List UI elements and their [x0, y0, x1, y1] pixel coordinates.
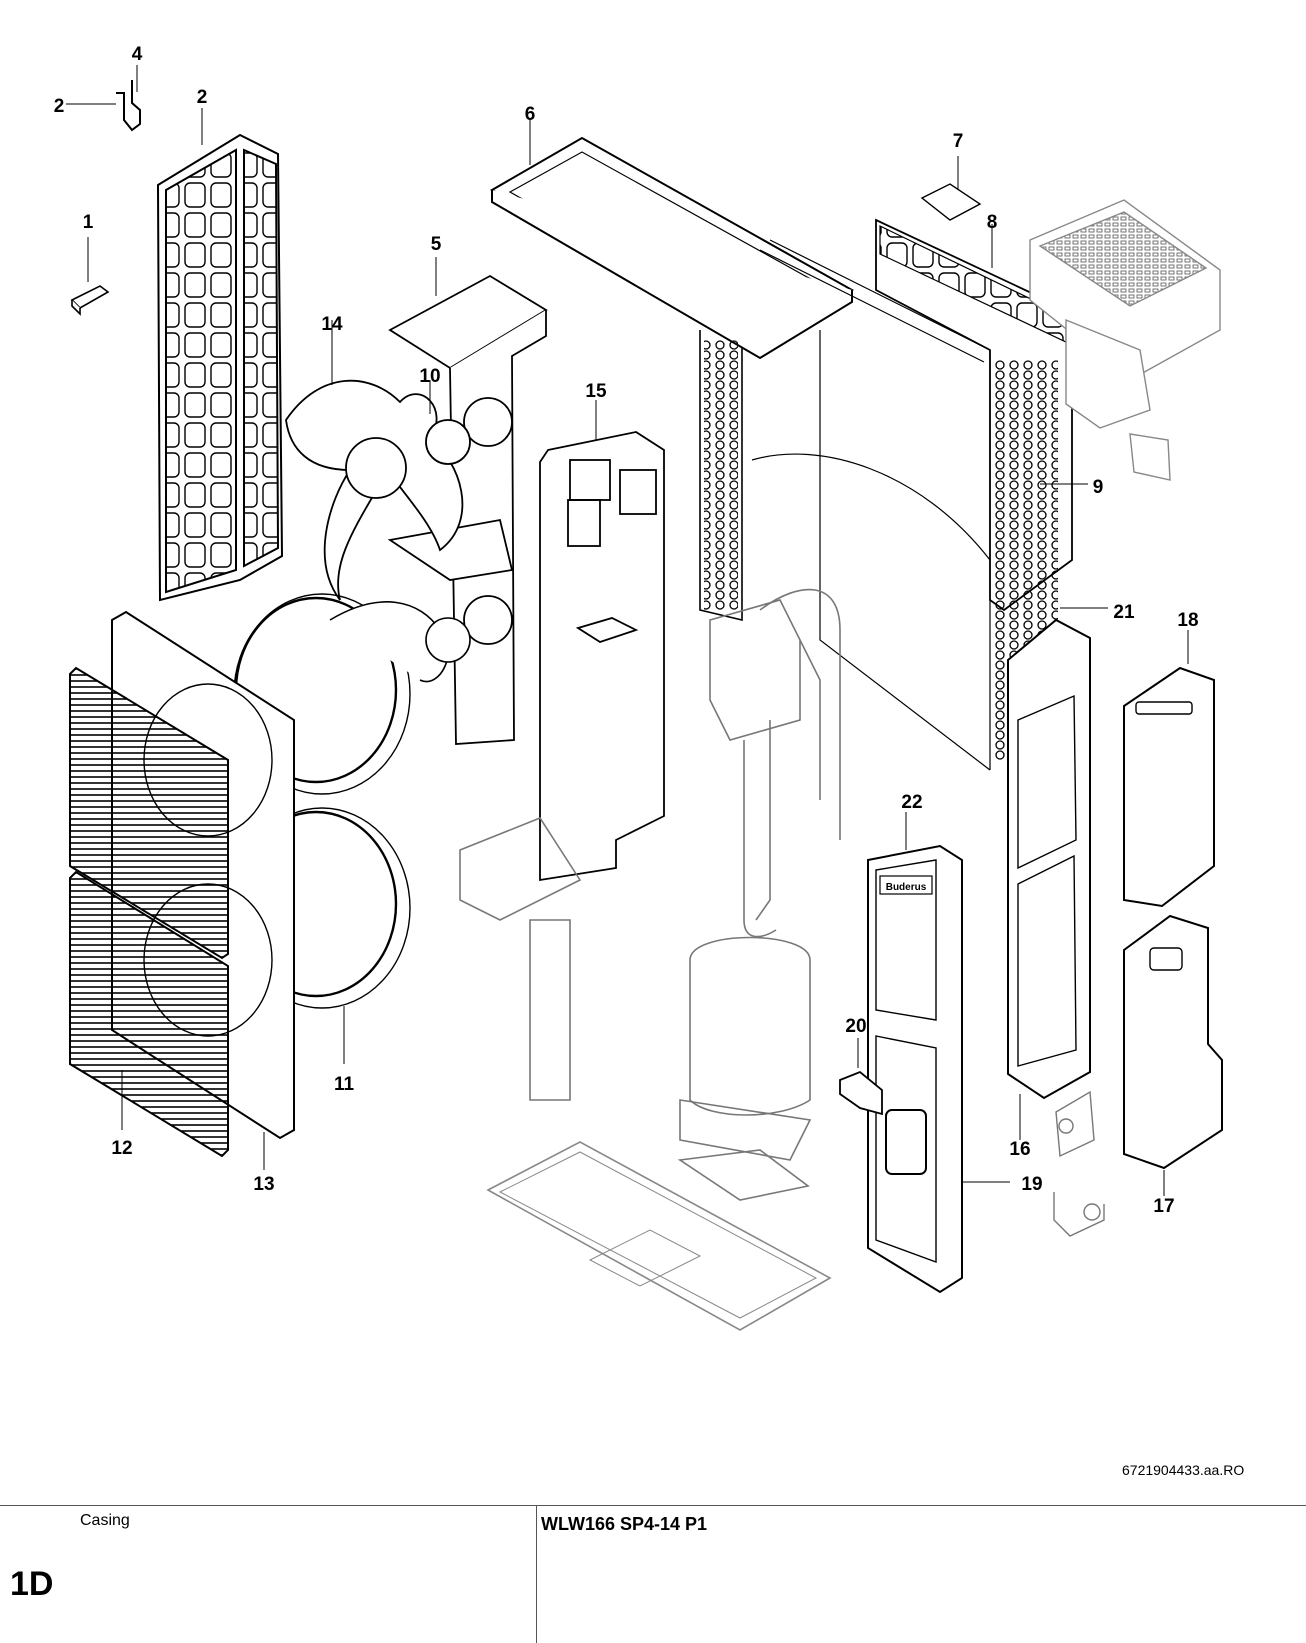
- part-fan-upper: [285, 320, 471, 601]
- part-side-panel: [1007, 618, 1091, 1140]
- part-connector-1: [70, 237, 110, 316]
- footer-rule: [0, 1505, 1306, 1506]
- callout-16: 16: [1009, 1139, 1030, 1160]
- callout-12: 12: [111, 1138, 132, 1159]
- callout-20: 20: [845, 1016, 866, 1037]
- callout-9: 9: [1093, 477, 1104, 498]
- exploded-view-drawing: Buderus 1 2 2 4 5 6 7 8 9: [54, 44, 1223, 1331]
- callout-18: 18: [1177, 610, 1198, 631]
- callout-17: 17: [1153, 1196, 1174, 1217]
- part-handle: [839, 1038, 883, 1116]
- model-name: WLW166 SP4-14 P1: [541, 1514, 708, 1534]
- callout-6: 6: [525, 104, 536, 125]
- part-control-box: [1029, 199, 1221, 481]
- callout-10: 10: [419, 366, 440, 387]
- callout-21: 21: [1113, 602, 1135, 623]
- part-accumulator: [677, 936, 812, 1201]
- callout-15: 15: [585, 381, 607, 402]
- callout-13: 13: [253, 1174, 274, 1195]
- part-service-panel-upper: [1123, 630, 1215, 908]
- drawing-reference: 6721904433.aa.RO: [1122, 1462, 1245, 1478]
- callout-22: 22: [901, 792, 922, 813]
- callout-14: 14: [321, 314, 343, 335]
- part-base-plate: [486, 1141, 832, 1331]
- callout-8: 8: [987, 212, 998, 233]
- callout-4: 4: [132, 44, 143, 65]
- callout-19: 19: [1021, 1174, 1042, 1195]
- part-fan-shroud: [233, 593, 471, 1064]
- part-main-frame: [699, 239, 991, 771]
- callout-11: 11: [334, 1074, 355, 1095]
- part-front-grilles: [69, 666, 229, 1158]
- part-side-guard: [156, 108, 284, 602]
- callout-5: 5: [431, 234, 442, 255]
- part-top-cover: [490, 118, 854, 360]
- brand-plate: Buderus: [886, 882, 927, 893]
- part-compressor-piping: [459, 588, 841, 1101]
- callout-1: 1: [83, 212, 94, 233]
- part-front-panel: Buderus: [867, 812, 1010, 1294]
- section-name: Casing: [80, 1512, 130, 1529]
- callout-7: 7: [953, 131, 964, 152]
- footer-divider: [536, 1505, 537, 1643]
- part-electrical-panel: [539, 400, 665, 882]
- part-service-panel-lower: [1123, 914, 1223, 1196]
- part-clip: [66, 65, 141, 132]
- part-motor-bracket: [387, 257, 548, 745]
- part-small-board: [920, 156, 982, 221]
- callout-2a: 2: [54, 96, 65, 117]
- section-code: 1D: [10, 1565, 54, 1603]
- callout-2b: 2: [197, 87, 208, 108]
- part-service-valves: [1053, 1090, 1105, 1237]
